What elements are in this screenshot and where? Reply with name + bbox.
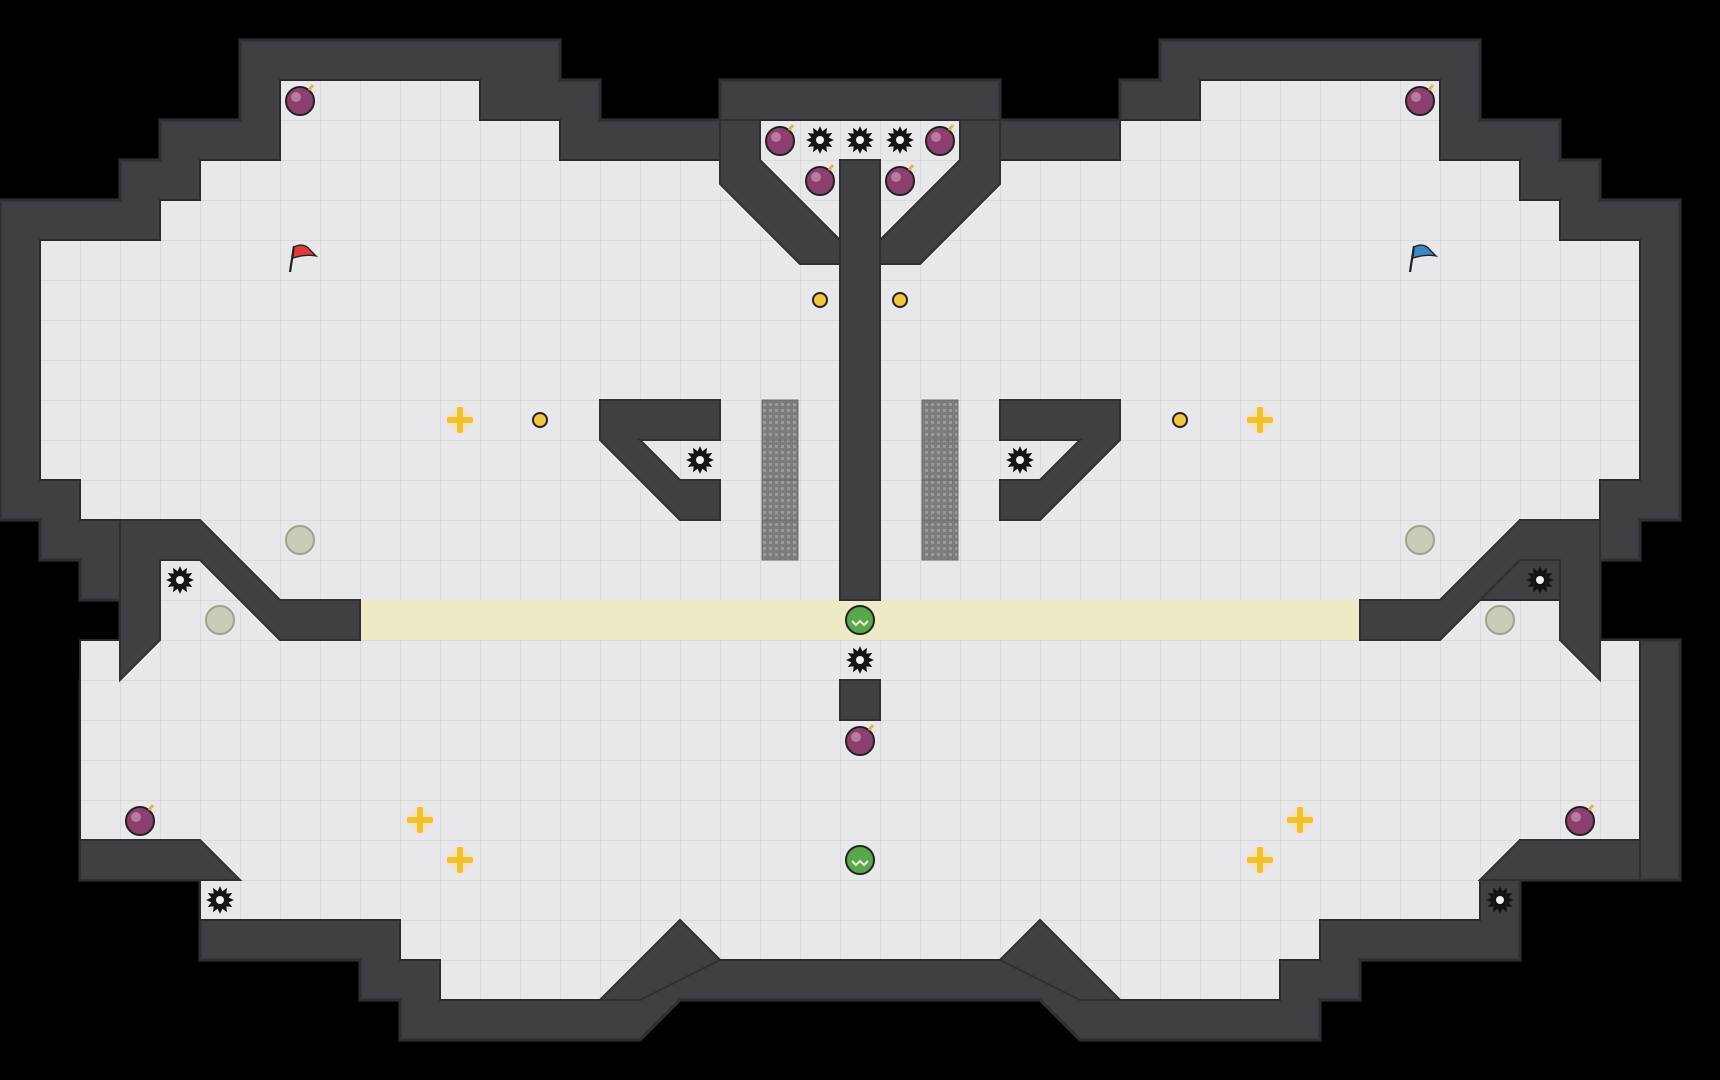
right-ramp xyxy=(1359,519,1601,683)
grate-left xyxy=(761,439,799,481)
spike-icon xyxy=(1486,886,1514,914)
spike-icon xyxy=(686,446,714,474)
boost-icon xyxy=(892,292,908,308)
bomb-icon xyxy=(1405,84,1435,116)
left-ramp xyxy=(119,519,361,683)
right-bracket xyxy=(999,399,1121,521)
boost-icon xyxy=(812,292,828,308)
red-flag-icon xyxy=(288,244,319,273)
bottom-left-wedge xyxy=(79,839,243,881)
bottom-right-notch xyxy=(998,918,1123,1001)
powerup-icon xyxy=(1287,807,1313,833)
grate-right xyxy=(921,479,959,521)
bomb-icon xyxy=(285,84,315,116)
bomb-icon xyxy=(765,124,795,156)
bottom-left-notch xyxy=(597,918,722,1001)
spike-icon xyxy=(1526,566,1554,594)
spike-icon xyxy=(806,126,834,154)
bomb-icon xyxy=(925,124,955,156)
spike-icon xyxy=(1006,446,1034,474)
center-block xyxy=(839,679,881,721)
spike-icon xyxy=(886,126,914,154)
powerup-icon xyxy=(447,847,473,873)
bomb-icon xyxy=(805,164,835,196)
button-icon xyxy=(1405,525,1435,555)
spike-icon xyxy=(206,886,234,914)
grate-right xyxy=(921,439,959,481)
bomb-icon xyxy=(885,164,915,196)
powerup-icon xyxy=(447,407,473,433)
blue-flag-icon xyxy=(1408,244,1439,273)
left-bracket xyxy=(599,399,721,521)
grate-left xyxy=(761,399,799,441)
button-icon xyxy=(205,605,235,635)
boost-icon xyxy=(1172,412,1188,428)
top-funnel-left xyxy=(719,119,841,265)
spike-icon xyxy=(846,126,874,154)
top-funnel-right xyxy=(879,119,1001,265)
entities xyxy=(125,84,1595,914)
bomb-icon xyxy=(1565,804,1595,836)
bomb-icon xyxy=(125,804,155,836)
powerup-icon xyxy=(1247,407,1273,433)
grate-right xyxy=(921,519,959,561)
gate-icon xyxy=(845,605,875,635)
gate-icon xyxy=(845,845,875,875)
powerup-icon xyxy=(1247,847,1273,873)
button-icon xyxy=(1485,605,1515,635)
grate-left xyxy=(761,479,799,521)
grate-left xyxy=(761,519,799,561)
bomb-icon xyxy=(845,724,875,756)
interior-walls xyxy=(79,119,1641,1001)
boost-icon xyxy=(532,412,548,428)
spike-icon xyxy=(166,566,194,594)
center-spine xyxy=(839,159,881,601)
bottom-right-wedge xyxy=(1477,839,1641,881)
button-icon xyxy=(285,525,315,555)
grate-right xyxy=(921,399,959,441)
spike-icon xyxy=(846,646,874,674)
powerup-icon xyxy=(407,807,433,833)
